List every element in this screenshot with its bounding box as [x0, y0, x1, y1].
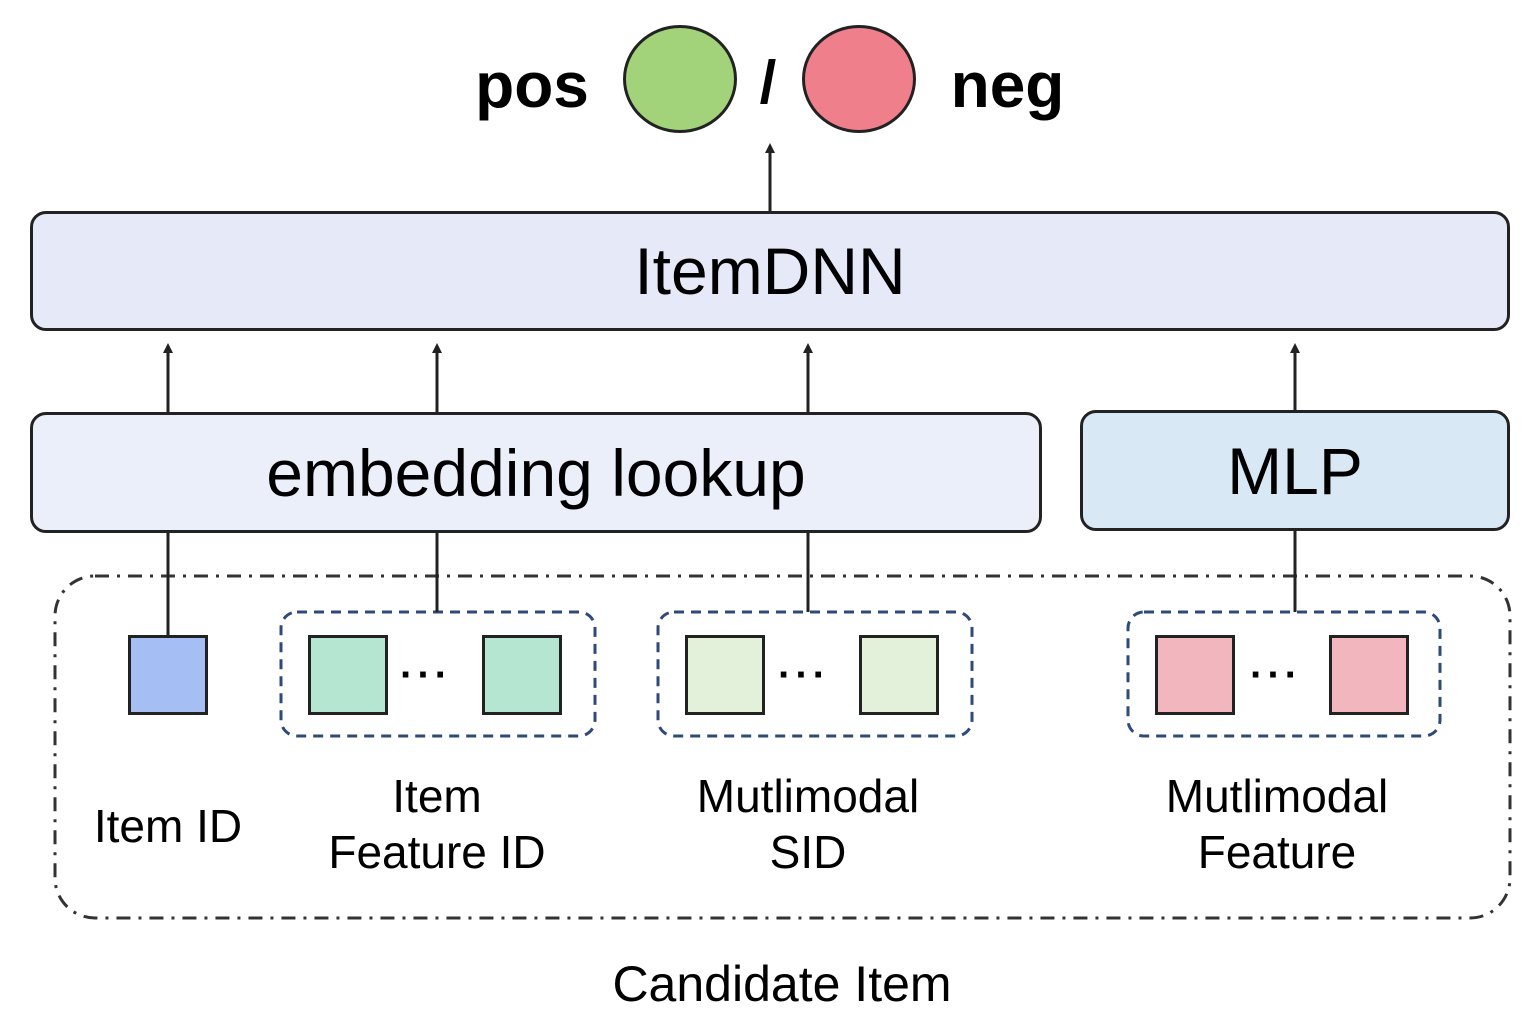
mlp-label: MLP: [1227, 433, 1363, 508]
multimodal-sid-label-line-2: SID: [769, 826, 847, 878]
pos-label: pos: [475, 49, 589, 121]
item-dnn-label: ItemDNN: [634, 234, 906, 308]
neg-label: neg: [950, 49, 1065, 121]
candidate-item-region: [53, 574, 1512, 920]
multimodal-sid-square-first: [685, 635, 765, 715]
item-feature-id-ellipsis: ···: [400, 653, 452, 697]
item-feature-id-square-last: [482, 635, 562, 715]
item-id-label: Item ID: [48, 798, 288, 854]
multimodal-feature-square-first: [1155, 635, 1235, 715]
multimodal-feature-square-last: [1329, 635, 1409, 715]
multimodal-sid-group: [656, 610, 974, 738]
multimodal-sid-label-line-1: Mutlimodal: [696, 770, 920, 822]
item-feature-id-label-line-2: Feature ID: [328, 826, 546, 878]
neg-circle: [802, 25, 916, 133]
candidate-item-title: Candidate Item: [612, 956, 952, 1012]
multimodal-sid-label: Mutlimodal SID: [658, 768, 958, 880]
item-id-label-line-1: Item ID: [93, 800, 243, 852]
multimodal-feature-label-line-1: Mutlimodal: [1165, 770, 1389, 822]
embedding-lookup-label: embedding lookup: [266, 435, 806, 510]
item-id-square: [128, 635, 208, 715]
multimodal-feature-group: [1126, 610, 1442, 738]
separator-slash: /: [759, 49, 777, 116]
multimodal-feature-ellipsis: ···: [1250, 653, 1302, 697]
embedding-lookup-box: embedding lookup: [30, 412, 1042, 533]
pos-circle: [623, 25, 737, 133]
multimodal-sid-square-last: [859, 635, 939, 715]
item-feature-id-square-first: [308, 635, 388, 715]
multimodal-feature-label: Mutlimodal Feature: [1127, 768, 1427, 880]
multimodal-sid-ellipsis: ···: [778, 653, 830, 697]
item-feature-id-label: Item Feature ID: [287, 768, 587, 880]
mlp-box: MLP: [1080, 410, 1510, 531]
item-feature-id-label-line-1: Item: [392, 770, 482, 822]
item-dnn-box: ItemDNN: [30, 211, 1510, 331]
multimodal-feature-label-line-2: Feature: [1197, 826, 1357, 878]
